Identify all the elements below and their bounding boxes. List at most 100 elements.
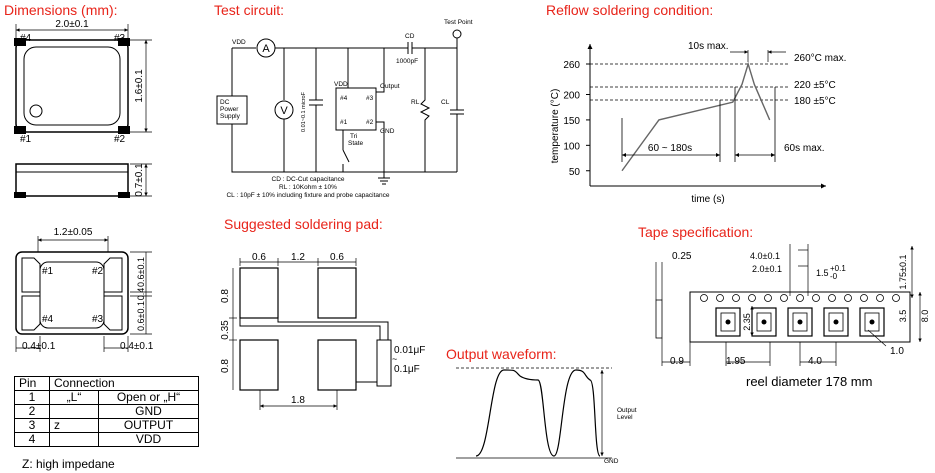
- test-circuit-title: Test circuit:: [214, 2, 285, 18]
- tape-hole-tol-plus: +0.1: [830, 264, 846, 273]
- dim-top-width: 2.0±0.1: [55, 19, 89, 30]
- chip-gnd-label: GND: [380, 128, 395, 135]
- tri-state-line1: Tri: [350, 133, 357, 140]
- tape-d195: 1.95: [726, 356, 746, 367]
- tape-pin1-marker: [869, 319, 875, 325]
- reflow-title: Reflow soldering condition:: [546, 2, 714, 18]
- tape-hole-dia: 1.5: [816, 268, 829, 278]
- vdd-label: VDD: [232, 39, 246, 46]
- sprocket-hole: [732, 294, 740, 302]
- dimensions-title: Dimensions (mm):: [4, 2, 118, 18]
- package-bottom-view: 1.2±0.05 #1 #2 #4 #3 0.6±0.1 0.4 0.6±0.1…: [15, 227, 154, 352]
- tape-reel-label: reel diameter 178 mm: [746, 374, 872, 389]
- dim-bottom-gap: 0.4: [136, 288, 146, 301]
- pin-state-b: VDD: [98, 432, 199, 447]
- reflow-profile-line: [621, 61, 771, 172]
- pin-state-b: Open or „H“: [98, 390, 199, 405]
- pad-w1: 0.6: [252, 252, 266, 263]
- reflow-t1-label: 260°C max.: [794, 53, 846, 64]
- package-side-view: 0.7±0.1: [14, 163, 152, 198]
- pin-number: 3: [14, 418, 50, 433]
- pad-gap: 1.2: [291, 252, 305, 263]
- pad-cap2: 0.1μF: [394, 364, 420, 375]
- bottom-pin2-label: #2: [92, 266, 104, 277]
- tape-pitch-20: 2.0±0.1: [752, 264, 782, 274]
- chip-pin2: #2: [366, 119, 374, 126]
- pin-table-header: Pin Connection: [14, 376, 199, 391]
- tape-hole-tol-minus: -0: [830, 272, 838, 281]
- tape-d80: 8.0: [920, 310, 930, 323]
- circuit-note3: CL : 10pF ± 10% including fixture and pr…: [226, 192, 389, 199]
- chip-pin3: #3: [366, 95, 374, 102]
- reflow-t2-label: 220 ±5°C: [794, 80, 836, 91]
- tape-component: [864, 312, 880, 332]
- top-pin3-label: #3: [114, 33, 126, 44]
- tape-d35: 3.5: [898, 310, 908, 323]
- dc-supply-line3: Supply: [220, 113, 241, 120]
- tape-component: [720, 312, 736, 332]
- sprocket-hole: [828, 294, 836, 302]
- sprocket-hole: [748, 294, 756, 302]
- dim-bottom-pad-width: 1.2±0.05: [54, 227, 93, 238]
- waveform-output-level-2: Level: [617, 414, 633, 421]
- pad-span: 1.8: [291, 395, 305, 406]
- cd-value: 1000pF: [396, 58, 418, 65]
- tape-pitch-40: 4.0±0.1: [750, 251, 780, 261]
- dim-bottom-left: 0.4±0.1: [22, 341, 56, 352]
- soldering-pad-title: Suggested soldering pad:: [224, 216, 383, 232]
- pin-state-b: GND: [98, 404, 199, 419]
- sprocket-hole: [716, 294, 724, 302]
- chip-pin1: #1: [340, 119, 348, 126]
- pin-header: Pin: [14, 376, 50, 391]
- sprocket-hole: [892, 294, 900, 302]
- top-pin4-label: #4: [20, 33, 32, 44]
- sprocket-hole: [876, 294, 884, 302]
- chip-pin4: #4: [340, 95, 348, 102]
- reflow-ytick-label: 50: [569, 167, 581, 178]
- pin-number: 1: [14, 390, 50, 405]
- table-row: 4 VDD: [14, 432, 199, 447]
- dc-supply-line1: DC: [220, 99, 230, 106]
- pin-state-a: [49, 404, 99, 419]
- connection-header: Connection: [49, 376, 199, 391]
- rl-label: RL: [411, 99, 420, 106]
- dim-bottom-right: 0.4±0.1: [120, 341, 154, 352]
- test-point-label: Test Point: [444, 19, 473, 26]
- reflow-t3-label: 180 ±5°C: [794, 96, 836, 107]
- circuit-note2: RL : 10Kohm ± 10%: [279, 184, 337, 191]
- sprocket-hole: [860, 294, 868, 302]
- tape-pin1-marker: [761, 319, 767, 325]
- pin-state-a: z: [49, 418, 99, 433]
- reflow-peak-label: 10s max.: [688, 41, 729, 52]
- tri-state-line2: State: [348, 140, 364, 147]
- tape-d09: 0.9: [670, 356, 684, 367]
- package-top-view: 2.0±0.1 #4 #3 #1 #2 1.6±0.1: [14, 19, 152, 145]
- pad-cap1: 0.01μF: [394, 345, 425, 356]
- cl-label: CL: [441, 99, 450, 106]
- sprocket-hole: [796, 294, 804, 302]
- dim-top-height: 1.6±0.1: [134, 69, 145, 103]
- sprocket-hole: [812, 294, 820, 302]
- reflow-ytick-label: 200: [563, 91, 580, 102]
- reflow-ytick-label: 150: [563, 116, 580, 127]
- output-waveform: Output Level GND: [456, 367, 637, 465]
- tape-title: Tape specification:: [638, 224, 754, 240]
- bottom-pin1-label: #1: [42, 266, 54, 277]
- pin-state-b: OUTPUT: [98, 418, 199, 433]
- waveform-gnd: GND: [604, 458, 619, 465]
- waveform-output-level-1: Output: [617, 407, 637, 414]
- sprocket-hole: [780, 294, 788, 302]
- tape-drawing: 0.25 0.9 4.0±0.1 2.0±0.1 1.5 +0.1 -0 1.7…: [655, 244, 930, 389]
- test-circuit: [216, 29, 464, 185]
- pad-h2: 0.8: [220, 359, 231, 373]
- table-row: 2 GND: [14, 404, 199, 419]
- reflow-ytick-label: 100: [563, 141, 580, 152]
- top-pin2-label: #2: [114, 134, 126, 145]
- dim-side-height: 0.7±0.1: [134, 163, 145, 197]
- tape-component: [756, 312, 772, 332]
- pin-table: Pin Connection 1 „L“ Open or „H“ 2 GND 3…: [14, 376, 199, 447]
- pin-table-note: Z: high impedane: [22, 457, 115, 471]
- pin-number: 4: [14, 432, 50, 447]
